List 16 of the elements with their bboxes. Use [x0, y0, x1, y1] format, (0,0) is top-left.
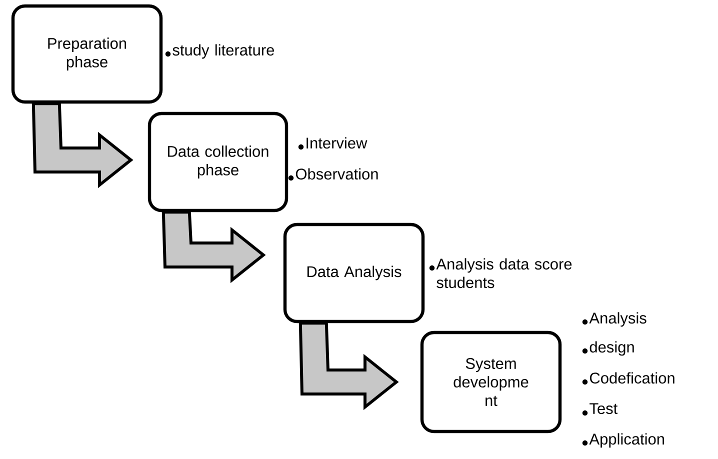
block-arrow	[162, 210, 266, 284]
process-box: Data collection phase	[148, 112, 288, 212]
bullet-text: design	[590, 341, 634, 356]
bullet-text: Codefication	[590, 372, 674, 384]
bullet-text: study literature	[172, 44, 274, 59]
block-arrow	[298, 322, 399, 410]
process-box: Data Analysis	[283, 222, 425, 324]
bullet-text: Analysis data score students	[436, 258, 572, 288]
process-box: System developme nt	[420, 330, 562, 434]
bullet-text: Observation	[296, 168, 378, 180]
bullet-text: Test	[590, 403, 618, 414]
process-box: Preparation phase	[11, 4, 163, 104]
bullet-text: Application	[589, 433, 664, 448]
bullet-text: Interview	[306, 137, 368, 149]
block-arrow	[32, 102, 134, 188]
bullet-text: Analysis	[589, 312, 646, 327]
